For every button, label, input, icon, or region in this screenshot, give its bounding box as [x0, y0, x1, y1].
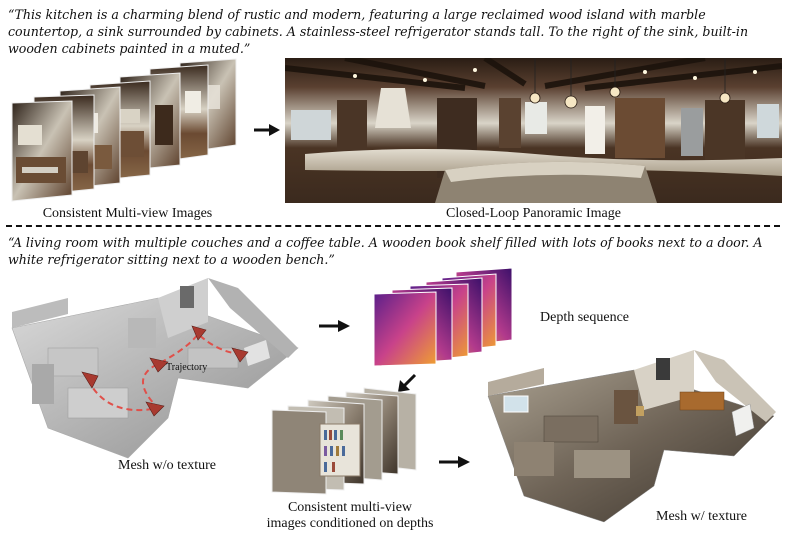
kitchen-prompt: “This kitchen is a charming blend of rus… [8, 7, 749, 56]
mesh-without-texture: Trajectory [11, 278, 299, 459]
mesh-plain-label: Mesh w/o texture [118, 458, 216, 473]
arrow-right-icon [439, 456, 470, 468]
arrow-down-left-icon [398, 373, 417, 392]
arrow-right-icon [254, 124, 280, 136]
trajectory-label: Trajectory [166, 362, 207, 373]
multiview-frame [11, 100, 73, 202]
camera-icon [81, 371, 99, 389]
depth-sequence-stack [373, 268, 513, 367]
living-room-prompt: “A living room with multiple couches and… [8, 235, 763, 267]
depth-label: Depth sequence [540, 310, 630, 325]
camera-icon [149, 357, 169, 373]
multiview-label: Consistent Multi-view Images [42, 206, 213, 221]
panorama-label: Closed-Loop Panoramic Image [446, 206, 621, 221]
kitchen-panorama [285, 58, 782, 203]
multiview-conditioned-label-line1: Consistent multi-view [287, 500, 413, 515]
multiview-conditioned-label-line2: images conditioned on depths [266, 516, 434, 531]
multiview-conditioned-label: Consistent multi-view images conditioned… [250, 500, 450, 532]
camera-icon [145, 401, 165, 417]
depth-frame [373, 291, 437, 367]
mesh-with-texture [487, 350, 776, 523]
section-divider [6, 225, 780, 227]
multiview-conditioned-stack [271, 387, 417, 495]
camera-icon [231, 347, 249, 363]
camera-icon [191, 325, 207, 341]
view-frame [271, 409, 327, 495]
arrow-right-icon [319, 320, 350, 332]
mesh-textured-label: Mesh w/ texture [656, 509, 747, 524]
kitchen-multiview-stack [11, 58, 237, 202]
